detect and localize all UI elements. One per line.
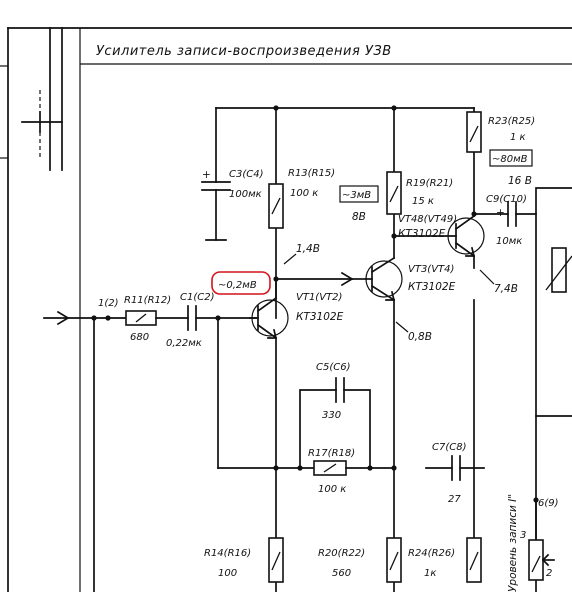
input-line — [43, 310, 127, 592]
right-node-label: 6(9) — [538, 498, 559, 509]
resistor-r23 — [466, 111, 482, 153]
r23-ref: R23(R25) — [488, 116, 535, 127]
c9-value: 10мк — [496, 236, 522, 247]
trimmer-fragment — [533, 213, 572, 592]
r19-ref: R19(R21) — [406, 178, 453, 189]
r19-value: 15 к — [412, 196, 434, 207]
signal-level-vt3: ~3мВ — [342, 190, 371, 201]
resistor-r20 — [386, 537, 402, 583]
sheet-frame — [0, 27, 572, 592]
c5-ref: C5(C6) — [316, 362, 351, 373]
level-label: Уровень записи I" — [507, 494, 519, 592]
pot-pin-3: 3 — [520, 530, 526, 541]
r20-value: 560 — [332, 568, 351, 579]
capacitor-c1 — [187, 305, 257, 331]
resistor-r24 — [466, 299, 482, 583]
signal-level-vt48: ~80мВ — [492, 154, 528, 165]
c9-plus-sign: + — [496, 207, 505, 219]
c1-ref: C1(C2) — [180, 292, 215, 303]
r17-value: 100 к — [318, 484, 346, 495]
c7-value: 27 — [448, 494, 461, 505]
vt1-ref: VT1(VT2) — [296, 292, 342, 303]
vt3-ref: VT3(VT4) — [408, 264, 454, 275]
r14-value: 100 — [218, 568, 237, 579]
c5-value: 330 — [322, 410, 341, 421]
vt48-ref: VT48(VT49) — [398, 214, 457, 225]
vt3-type: КТ3102Е — [408, 281, 456, 293]
c3-value: 100мк — [229, 189, 262, 200]
resistor-r14 — [268, 537, 284, 583]
r11-value: 680 — [130, 332, 149, 343]
resistor-r19 — [386, 171, 402, 215]
resistor-r17 — [313, 460, 395, 476]
voltage-collector-vt3: 8В — [352, 211, 366, 223]
pot-pin-2: 2 — [546, 568, 552, 579]
voltage-collector-vt1: 1,4В — [296, 243, 320, 255]
switch-fragment — [21, 27, 63, 171]
signal-level-vt1: ~0,2мВ — [218, 280, 257, 291]
r23-value: 1 к — [510, 132, 526, 143]
input-node-label: 1(2) — [98, 298, 119, 309]
resistor-r11 — [125, 310, 189, 326]
r13-ref: R13(R15) — [288, 168, 335, 179]
voltage-emitter-vt3: 0,8В — [408, 331, 432, 343]
signal-level-highlight — [211, 271, 271, 295]
c3-plus-sign: + — [202, 169, 211, 181]
collector-to-base-link — [275, 271, 367, 287]
r20-ref: R20(R22) — [318, 548, 365, 559]
capacitor-c5 — [299, 377, 371, 469]
r24-ref: R24(R26) — [408, 548, 455, 559]
r13-value: 100 к — [290, 188, 318, 199]
voltage-collector-vt48: 16 В — [508, 175, 532, 187]
r24-value: 1к — [424, 568, 436, 579]
c7-ref: C7(C8) — [432, 442, 467, 453]
r11-ref: R11(R12) — [124, 295, 171, 306]
c1-value: 0,22мк — [166, 338, 202, 349]
capacitor-c9 — [473, 187, 572, 227]
capacitor-c7 — [425, 455, 485, 481]
r14-ref: R14(R16) — [204, 548, 251, 559]
diagram-title: Усилитель записи-воспроизведения УЗВ — [96, 44, 392, 59]
capacitor-c3 — [201, 107, 231, 241]
vt1-type: КТ3102Е — [296, 311, 344, 323]
r17-ref: R17(R18) — [308, 448, 355, 459]
voltage-emitter-vt48: 7,4В — [494, 283, 518, 295]
supply-rail — [215, 105, 475, 111]
vt48-type: КТ3102Е — [398, 228, 446, 240]
c3-ref: C3(C4) — [229, 169, 264, 180]
level-potentiometer — [528, 499, 555, 581]
c9-ref: C9(C10) — [486, 194, 527, 205]
